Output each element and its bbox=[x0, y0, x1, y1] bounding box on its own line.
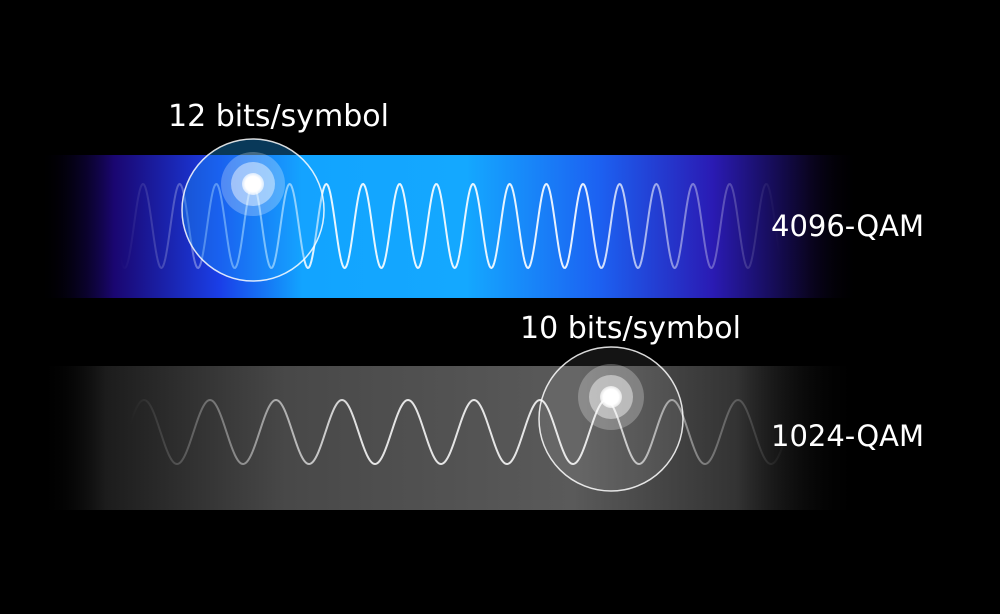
modulation-label-1024-qam: 1024-QAM bbox=[771, 419, 925, 453]
waveform-low-frequency bbox=[129, 398, 791, 466]
band-4096-qam bbox=[40, 138, 860, 299]
bits-per-symbol-label-top: 12 bits/symbol bbox=[168, 99, 389, 134]
band-1024-qam bbox=[40, 346, 860, 511]
modulation-label-4096-qam: 4096-QAM bbox=[771, 209, 925, 243]
waveform-high-frequency bbox=[119, 182, 781, 270]
band-top-background bbox=[40, 155, 860, 298]
band-bottom-background bbox=[40, 366, 860, 510]
bits-per-symbol-label-bottom: 10 bits/symbol bbox=[520, 311, 741, 346]
symbol-marker-bottom bbox=[538, 346, 684, 492]
symbol-marker-top bbox=[181, 138, 325, 282]
